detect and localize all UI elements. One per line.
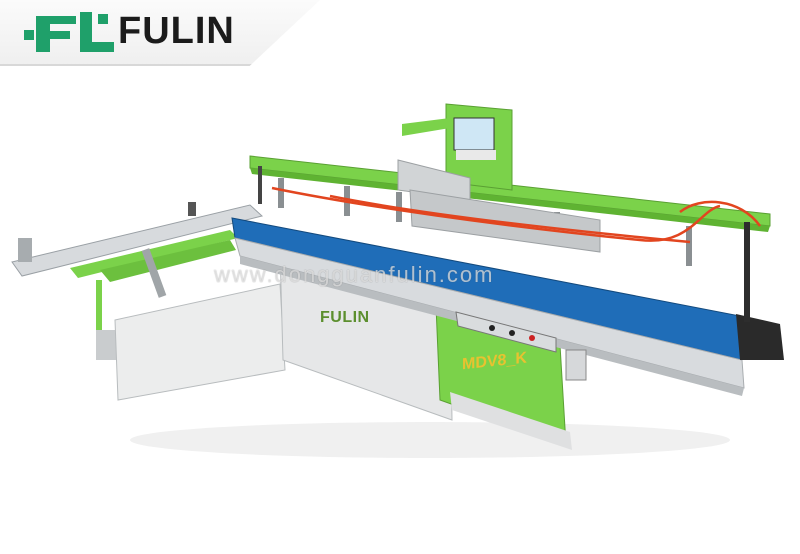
control-panel — [455, 311, 587, 381]
logo-wordmark: FULIN — [118, 10, 235, 52]
logo-banner: FULIN — [0, 0, 320, 66]
air-hoses — [271, 186, 762, 244]
saw-control-column — [397, 103, 601, 253]
watermark-text: www.dongguanfulin.com — [214, 262, 495, 287]
sliding-table-arm — [11, 202, 264, 360]
fulin-logo-mark-icon — [24, 12, 114, 52]
machine-brand-label: FULIN — [320, 309, 370, 326]
